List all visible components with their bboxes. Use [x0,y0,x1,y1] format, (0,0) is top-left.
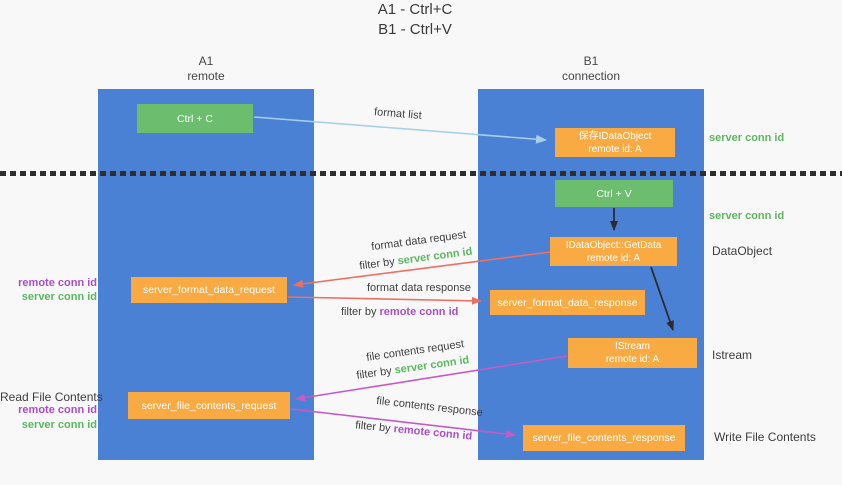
node-server-format-data-request: server_format_data_request [131,277,287,303]
node-getdata-line2: remote id: A [586,252,641,264]
node-istream: IStream remote id: A [568,338,697,368]
node-server-file-contents-response: server_file_contents_response [523,425,685,451]
label-format-list: format list [373,106,423,122]
node-idataobject-getdata: IDataObject::GetData remote id: A [550,237,677,266]
annotation-server-conn-id-1: server conn id [21,291,97,303]
filter-prefix: filter by [341,306,380,318]
lane-a1-subtitle: remote [187,69,225,83]
filter-remote-conn-id: remote conn id [393,423,473,443]
node-file-response-label: server_file_contents_response [532,432,676,444]
node-ctrl-v: Ctrl + V [555,180,673,207]
label-file-contents-response-filter: filter by remote conn id [355,419,473,442]
node-file-request-label: server_file_contents_request [141,399,277,412]
node-ctrl-c-label: Ctrl + C [177,112,213,125]
node-server-file-contents-request: server_file_contents_request [128,392,290,419]
annotation-server-conn-id-mid: server conn id [709,210,785,222]
filter-prefix: filter by [358,255,399,273]
node-getdata-line1: IDataObject::GetData [565,239,662,251]
lane-a1-title: A1 [198,54,214,68]
lane-b1-title: B1 [583,54,599,68]
annotation-remote-conn-id-1: remote conn id [18,277,97,289]
annotation-server-conn-id-2: server conn id [21,419,97,431]
dotted-separator-line [0,171,842,176]
annotation-istream: Istream [712,348,753,362]
node-save-idataobject-line2: remote id: A [588,143,642,155]
node-istream-line2: remote id: A [605,354,660,365]
node-save-idataobject-line1: 保存IDataObject [578,130,652,142]
filter-server-conn-id: server conn id [396,245,474,268]
node-ctrl-v-label: Ctrl + V [596,187,632,200]
filter-remote-conn-id: remote conn id [379,306,459,318]
lane-header-b1: B1 connection [478,54,704,84]
label-format-data-response-filter: filter by remote conn id [341,306,458,318]
filter-prefix: filter by [354,419,395,436]
node-ctrl-c: Ctrl + C [137,104,253,133]
node-format-request-label: server_format_data_request [143,284,275,296]
annotation-dataobject: DataObject [712,244,773,258]
diagram-title: A1 - Ctrl+C B1 - Ctrl+V [0,0,830,40]
annotation-write-file-contents: Write File Contents [714,430,816,444]
label-file-contents-response: file contents response [375,394,484,420]
lane-b1-subtitle: connection [561,69,621,83]
arrow-format-request-to-response [287,296,482,305]
annotation-server-conn-id-top: server conn id [709,132,785,144]
node-save-idataobject: 保存IDataObject remote id: A [555,128,675,157]
lane-header-a1: A1 remote [98,54,314,84]
node-istream-line1: IStream [614,341,650,352]
annotation-remote-conn-id-2: remote conn id [18,404,97,416]
label-format-data-response: format data response [367,282,471,294]
title-line-2: B1 - Ctrl+V [378,21,452,38]
annotation-read-file-contents: Read File Contents [0,390,103,404]
node-server-format-data-response: server_format_data_response [490,290,645,315]
filter-prefix: filter by [355,364,396,382]
title-line-1: A1 - Ctrl+C [377,1,453,18]
node-format-response-label: server_format_data_response [497,296,638,309]
